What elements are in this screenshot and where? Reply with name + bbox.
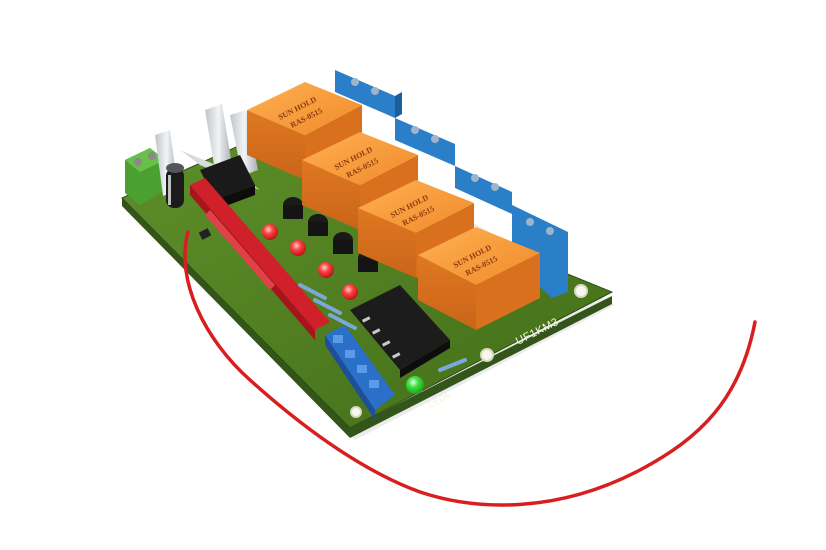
relay-2: SUN HOLD RAS-0515 — [302, 132, 418, 230]
relay-1: SUN HOLD RAS-0515 — [247, 82, 362, 180]
power-terminal-block — [125, 148, 165, 205]
red-leds — [262, 224, 358, 300]
mounting-hole — [574, 284, 588, 298]
terminal-block-row — [335, 70, 568, 298]
electrolytic-capacitor — [166, 163, 184, 208]
resistors — [298, 283, 467, 372]
mounting-hole — [480, 348, 494, 362]
green-led — [406, 376, 424, 394]
receiver-module — [190, 178, 330, 340]
mounting-hole — [350, 406, 362, 418]
dip-jumpers — [325, 325, 395, 420]
antenna-wire — [183, 230, 757, 507]
ic-chip — [350, 285, 450, 378]
relay-4: SUN HOLD RAS-0515 — [418, 227, 540, 330]
